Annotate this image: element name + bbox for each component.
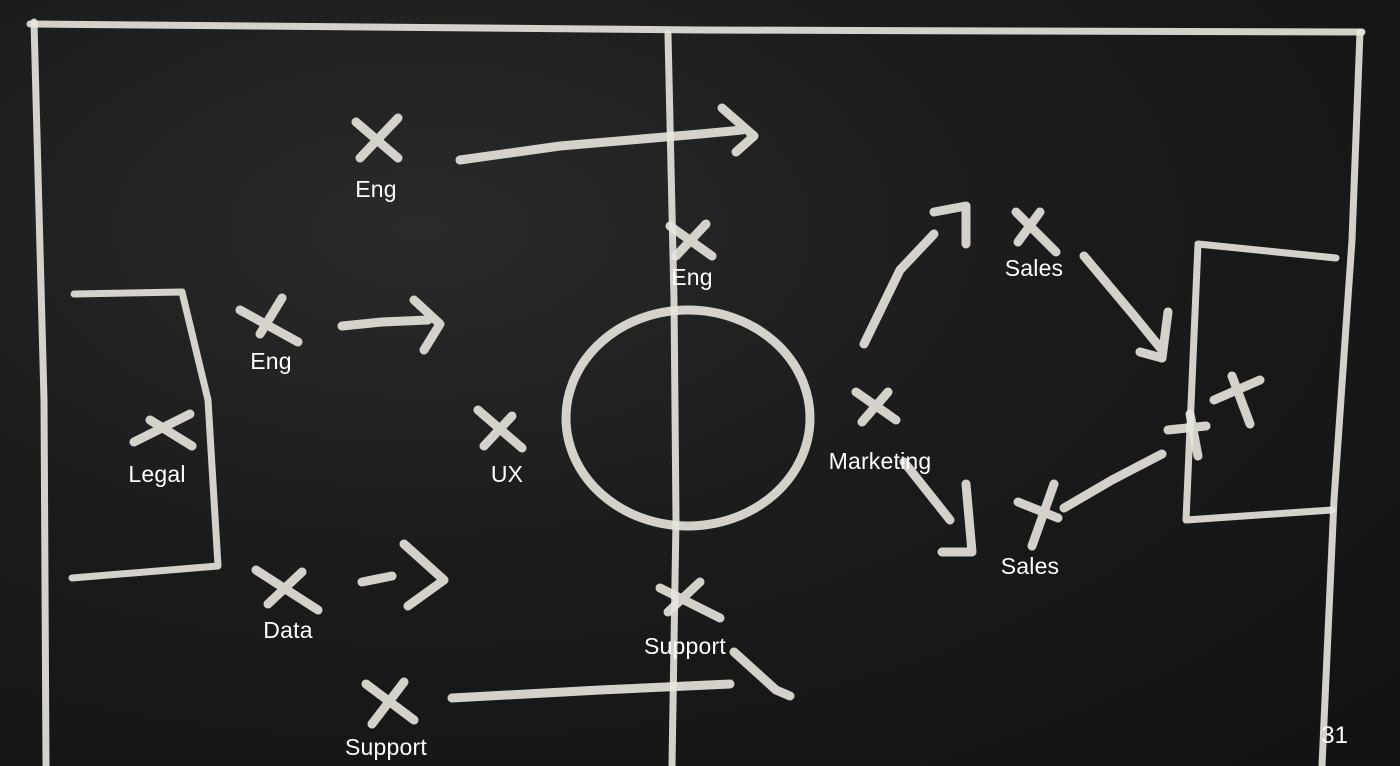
x-mark-data <box>251 565 323 615</box>
x-mark-goalkeeper <box>1209 371 1265 429</box>
arrow-marketing-down <box>899 457 977 557</box>
label-support-bottom: Support <box>345 734 427 760</box>
arrow-data <box>357 539 449 611</box>
right-penalty-box <box>1182 240 1340 524</box>
x-mark-eng-left <box>235 293 303 347</box>
arrow-marketing-up <box>859 201 971 349</box>
x-mark-legal <box>129 409 197 451</box>
arrow-eng-top <box>455 103 759 165</box>
label-eng-center: Eng <box>671 264 713 290</box>
field-right-line <box>1318 28 1364 766</box>
label-legal: Legal <box>128 461 186 487</box>
field-left-line <box>30 18 50 766</box>
arrow-support-bottom <box>447 647 795 703</box>
x-mark-marketing <box>851 387 901 427</box>
center-circle <box>561 305 815 531</box>
field-top-line <box>26 20 1366 36</box>
label-marketing: Marketing <box>828 448 932 474</box>
label-eng-top: Eng <box>355 176 397 202</box>
arrow-eng-left <box>337 295 445 355</box>
label-eng-left: Eng <box>250 348 292 374</box>
label-support-center: Support <box>644 633 726 659</box>
x-mark-sales-bottom <box>1013 479 1063 551</box>
x-mark-right-edge <box>1163 409 1211 461</box>
x-mark-eng-top <box>351 113 403 163</box>
x-mark-support-center <box>655 577 725 623</box>
page-number: 31 <box>1321 722 1348 749</box>
halfway-line <box>664 30 680 766</box>
x-mark-support-bottom <box>361 677 419 729</box>
label-sales-bottom: Sales <box>1000 553 1060 579</box>
x-mark-sales-top <box>1011 207 1061 257</box>
arrow-sales-top <box>1079 251 1173 363</box>
label-sales-top: Sales <box>1004 255 1064 281</box>
left-penalty-box <box>68 288 222 582</box>
arrow-sales-bottom <box>1059 449 1167 513</box>
x-mark-eng-center <box>665 219 717 261</box>
label-data: Data <box>263 617 313 643</box>
label-ux: UX <box>490 461 524 487</box>
x-mark-ux <box>473 405 527 453</box>
